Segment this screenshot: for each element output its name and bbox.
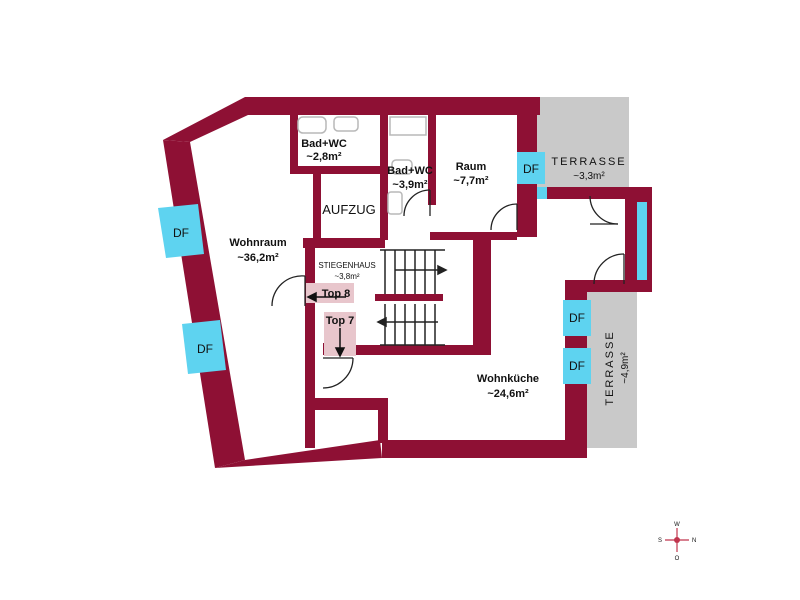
stair-direction-arrows bbox=[376, 264, 448, 328]
terrace-right-name: TERRASSE bbox=[604, 330, 616, 405]
staircase bbox=[378, 249, 445, 346]
bad2-area: ~3,9m² bbox=[392, 179, 427, 191]
bad2-name: Bad+WC bbox=[387, 165, 433, 177]
skylight-1 bbox=[158, 204, 204, 258]
terrace-top-area-label: ~3,3m² bbox=[573, 171, 605, 182]
wohnraum-name: Wohnraum bbox=[229, 237, 286, 249]
stiegenhaus-area: ~3,8m² bbox=[334, 272, 359, 281]
skylight-3 bbox=[517, 152, 545, 184]
top8-marker bbox=[306, 283, 354, 303]
skylight-label-4: DF bbox=[569, 311, 585, 325]
top8-arrow bbox=[306, 291, 346, 303]
top7-arrow bbox=[334, 328, 346, 358]
terrace-right-area bbox=[585, 290, 637, 448]
compass-west: W bbox=[674, 522, 680, 528]
terrace-top-name: TERRASSE bbox=[551, 156, 626, 168]
raum-area: ~7,7m² bbox=[453, 175, 488, 187]
skylight-label-5: DF bbox=[569, 359, 585, 373]
top8-label: Top 8 bbox=[322, 288, 351, 300]
interior-walls bbox=[290, 115, 517, 448]
bad1-name: Bad+WC bbox=[301, 138, 347, 150]
wohnkueche-area: ~24,6m² bbox=[487, 388, 529, 400]
skylight-4 bbox=[563, 300, 591, 336]
stiegenhaus-name: STIEGENHAUS bbox=[318, 261, 375, 270]
bad1-area: ~2,8m² bbox=[306, 151, 341, 163]
aufzug-label: AUFZUG bbox=[322, 202, 375, 217]
wohnraum-area: ~36,2m² bbox=[237, 252, 279, 264]
terrace-top-area bbox=[537, 97, 629, 187]
skylight-label-3: DF bbox=[523, 162, 539, 176]
windows bbox=[537, 187, 647, 280]
skylight-label-2: DF bbox=[197, 342, 213, 356]
wohnkueche-name: Wohnküche bbox=[477, 373, 539, 385]
bathroom-fixtures bbox=[297, 116, 427, 215]
raum-name: Raum bbox=[456, 161, 487, 173]
skylight-5 bbox=[563, 348, 591, 384]
compass-east: O bbox=[675, 556, 680, 562]
doors bbox=[271, 189, 625, 389]
skylight-label-1: DF bbox=[173, 226, 189, 240]
compass-north: N bbox=[692, 538, 696, 544]
skylights bbox=[158, 152, 591, 384]
terrace-right-area-label: ~4,9m² bbox=[620, 352, 631, 384]
compass-south: S bbox=[658, 538, 662, 544]
skylight-2 bbox=[182, 320, 226, 374]
compass bbox=[665, 528, 689, 552]
top7-label: Top 7 bbox=[326, 315, 355, 327]
stair-divider bbox=[375, 294, 443, 301]
